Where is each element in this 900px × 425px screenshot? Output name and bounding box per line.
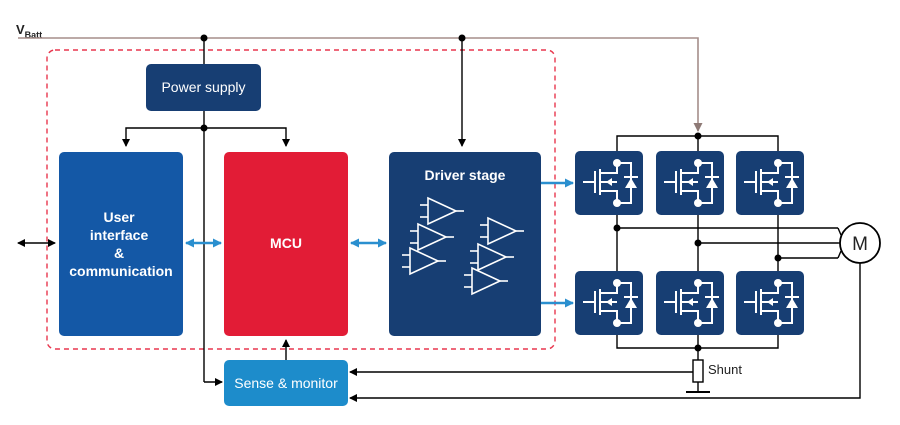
- bridge-nodes: [613, 132, 782, 352]
- low-side-switches: [574, 270, 805, 336]
- shunt-resistor: [692, 359, 704, 383]
- user-interface-label: User interface & communication: [69, 209, 172, 279]
- sense-monitor-block: [224, 360, 348, 406]
- high-side-switches: [574, 150, 805, 216]
- mcu-block: [224, 152, 348, 336]
- power-supply-label: Power supply: [161, 79, 245, 95]
- power-supply-block: [146, 64, 261, 111]
- shunt-label: Shunt: [708, 362, 742, 377]
- motor-symbol: [839, 222, 881, 264]
- node-driver: [458, 34, 466, 42]
- vbatt-label: VBatt: [16, 22, 42, 40]
- driver-stage-block: [389, 152, 541, 336]
- user-interface-block: [59, 152, 183, 336]
- vbatt-line: [18, 37, 703, 132]
- node-ps: [200, 124, 208, 132]
- controller-boundary: [46, 49, 556, 350]
- node-top: [200, 34, 208, 42]
- sense-monitor-label: Sense & monitor: [234, 375, 338, 391]
- mcu-label: MCU: [270, 235, 302, 251]
- driver-stage-label: Driver stage: [425, 167, 506, 183]
- motor-label: M: [852, 234, 868, 255]
- data-arrows: [185, 178, 574, 308]
